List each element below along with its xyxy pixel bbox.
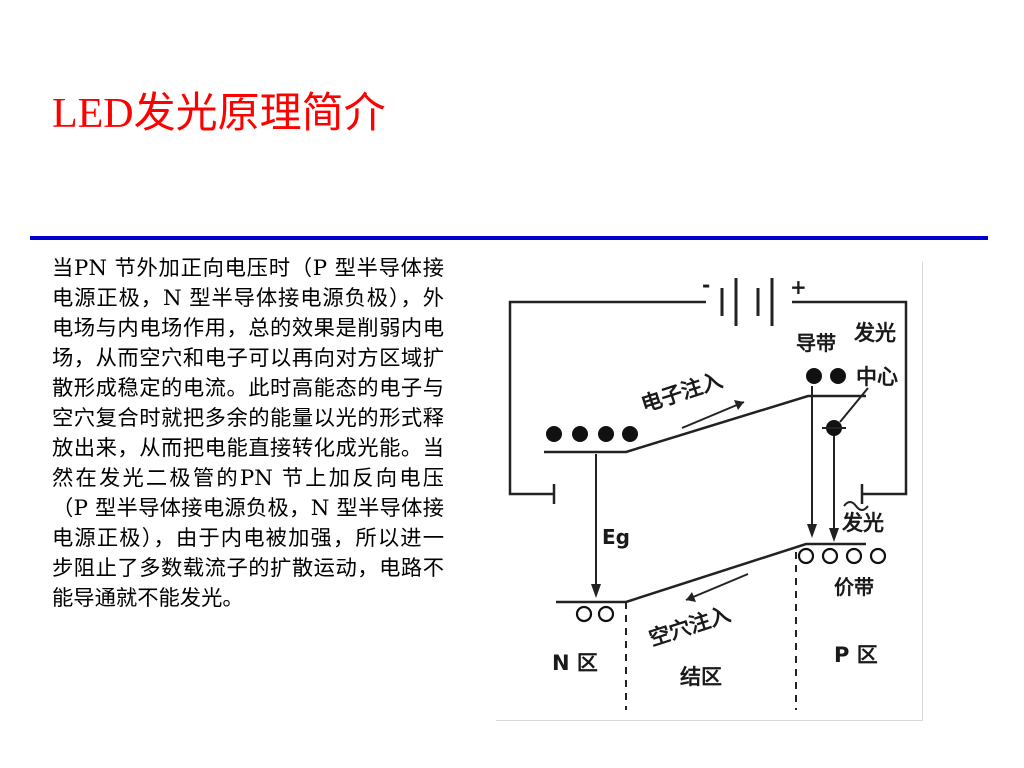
emit-light-label: 发光: [841, 511, 884, 535]
recombination-arrow-right: [829, 528, 839, 542]
band-diagram-svg: - +: [508, 273, 908, 710]
center-label: 中心: [856, 365, 898, 389]
junction-label: 结区: [680, 665, 722, 689]
circuit-wires: [508, 300, 908, 504]
plus-sign: +: [790, 275, 807, 299]
light-emission-icon: [843, 501, 869, 511]
title-divider: [30, 236, 988, 240]
electrons-n-side: [546, 426, 638, 442]
slide-title: LED发光原理简介: [52, 91, 386, 137]
hole-injection-arrow-head: [686, 592, 696, 602]
electron-injection-label: 电子注入: [638, 368, 725, 417]
eg-arrow-head: [591, 584, 601, 598]
holes-p-side: [797, 547, 887, 565]
body-paragraph: 当PN 节外加正向电压时（P 型半导体接电源正极，N 型半导体接电源负极），外电…: [52, 254, 444, 614]
conduction-band-line: [544, 394, 866, 454]
center-pointer: [839, 387, 869, 423]
hole-injection-label: 空穴注入: [646, 602, 733, 651]
electron-injection-arrow-head: [734, 400, 744, 410]
valence-band-label: 价带: [834, 575, 874, 599]
electrons-p-side: [806, 368, 846, 384]
minus-sign: -: [702, 273, 710, 297]
eg-label: Eg: [602, 525, 630, 549]
recombination-arrow-left: [807, 524, 817, 538]
holes-n-side: [575, 605, 615, 623]
battery-icon: [720, 278, 774, 326]
conduction-band-label: 导带: [796, 331, 836, 355]
valence-band-line: [556, 542, 866, 604]
electron-injection-arrow: [681, 401, 745, 429]
led-band-diagram: - +: [496, 262, 923, 721]
n-region-label: N 区: [552, 651, 598, 675]
hole-injection-arrow: [685, 573, 749, 601]
body-text: 当PN 节外加正向电压时（P 型半导体接电源正极，N 型半导体接电源负极），外电…: [52, 256, 444, 611]
p-region-label: P 区: [834, 643, 878, 667]
emission-label: 发光: [853, 321, 896, 345]
